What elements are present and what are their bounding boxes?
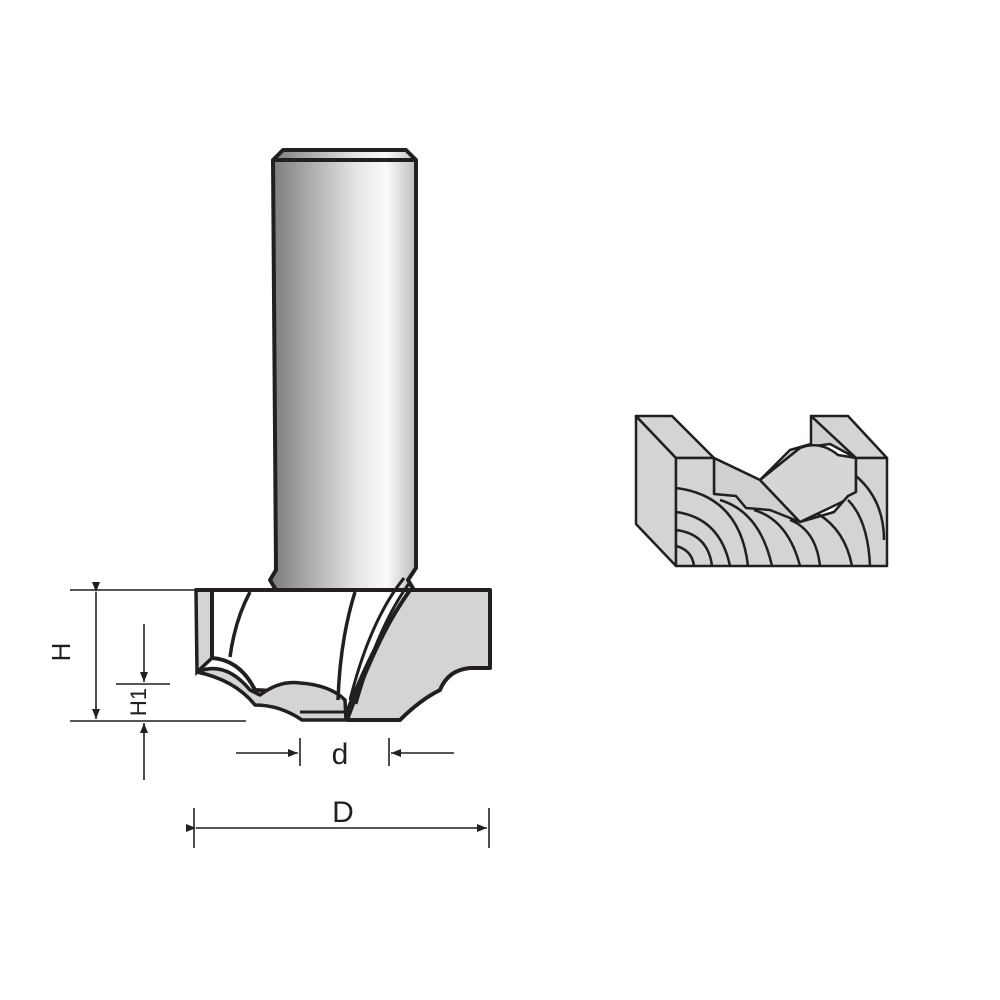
label-D: D bbox=[332, 796, 354, 829]
workpiece-profile bbox=[634, 414, 889, 568]
cutter-head bbox=[194, 577, 492, 722]
label-H1: H1 bbox=[126, 688, 151, 716]
dimension-lines bbox=[70, 582, 490, 848]
label-d: d bbox=[332, 738, 349, 771]
label-H: H bbox=[46, 643, 76, 662]
shank bbox=[268, 148, 418, 592]
